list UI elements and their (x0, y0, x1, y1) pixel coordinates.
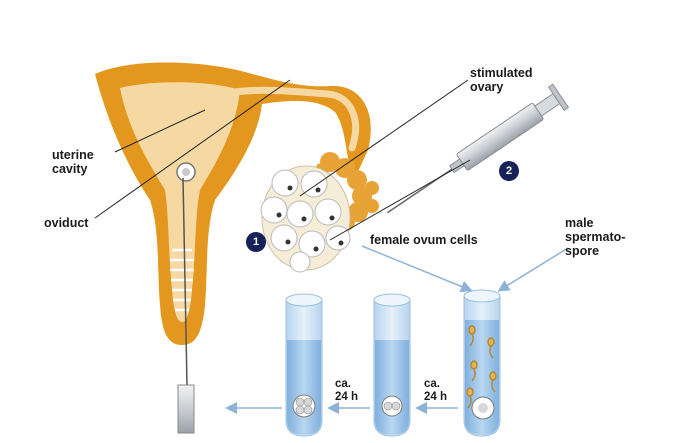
retrieval-syringe (386, 83, 570, 214)
label-stimulated-ovary: stimulated ovary (470, 66, 533, 94)
catheter-syringe (177, 384, 195, 434)
flow-arrows (225, 245, 569, 414)
embryo-4-cell (292, 394, 316, 418)
label-male-spermatospore: male spermato- spore (565, 216, 626, 258)
step-1-badge: 1 (246, 232, 266, 252)
test-tube-2 (373, 293, 411, 437)
ovum-to-tube-arrow (361, 245, 473, 293)
ovary (260, 165, 351, 273)
label-oviduct: oviduct (44, 216, 89, 230)
label-uterine-cavity: uterine cavity (52, 148, 94, 176)
catheter-line (182, 177, 188, 386)
sperm-to-tube-arrow (497, 247, 569, 292)
step-2-badge: 2 (499, 161, 519, 181)
test-tube-3 (463, 289, 501, 437)
cervix-rings (170, 248, 194, 312)
test-tube-1 (285, 293, 323, 437)
uterus-cavity (120, 82, 240, 322)
label-time-right: ca. 24 h (424, 378, 448, 403)
label-time-left: ca. 24 h (335, 378, 359, 403)
label-female-ovum-cells: female ovum cells (370, 233, 478, 247)
oviduct-channel (231, 86, 360, 152)
sperm-cells (466, 325, 497, 409)
pointer-lines (94, 79, 471, 241)
